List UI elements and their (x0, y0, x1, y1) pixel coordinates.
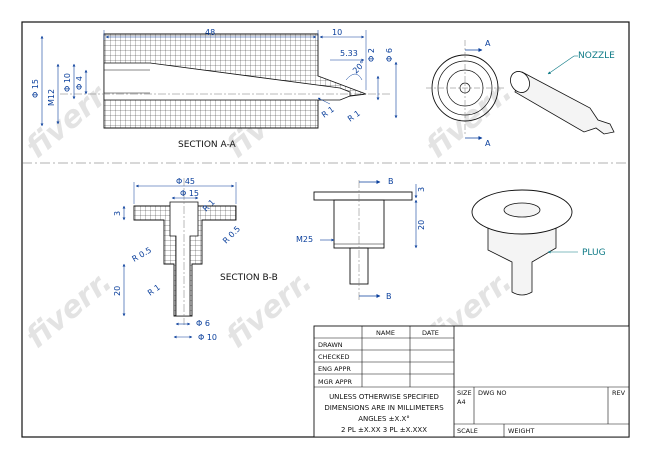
title-block: NAME DATE DRAWN CHECKED ENG APPR MGR APP… (313, 325, 630, 438)
dim-bore: Φ 10 (63, 73, 72, 92)
section-b-view: Φ 45 Φ 15 3 R 1 R 0.5 R 0.5 20 R 1 Φ 6 Φ… (113, 177, 278, 342)
tb-size-value: A4 (457, 398, 466, 406)
tb-note-line: ANGLES ±X.X° (358, 415, 410, 423)
tb-row-drawn: DRAWN (318, 341, 343, 349)
plug-side-view: B B M25 20 3 (296, 177, 426, 301)
dim-nozzle-small: Φ 2 (367, 48, 376, 62)
section-a-view: 48 10 5.33 Φ 15 M12 Φ 10 Φ 4 Φ 2 Φ 6 20°… (31, 28, 398, 150)
dim-length: 48 (205, 28, 215, 37)
plug-label: PLUG (582, 248, 606, 258)
dim-stem-outer: Φ 10 (198, 333, 217, 342)
tb-note-line: 2 PL ±X.XX 3 PL ±X.XXX (341, 426, 427, 434)
tb-weight-label: WEIGHT (508, 427, 534, 435)
dim-flange-dia: Φ 45 (176, 177, 195, 186)
dim-radius2: R 1 (346, 109, 362, 124)
nozzle-label: NOZZLE (578, 51, 615, 61)
dim-outer-dia: Φ 15 (31, 79, 40, 98)
dim-plug-flange: 3 (417, 187, 426, 192)
dim-plug-thread: M25 (296, 235, 313, 244)
tb-col-date: DATE (422, 329, 439, 337)
tb-row-eng: ENG APPR (318, 365, 351, 373)
dim-radius-05b: R 0.5 (131, 246, 154, 264)
dim-thread: M12 (47, 89, 56, 106)
tb-size-label: SIZE (457, 389, 472, 397)
dim-nozzle-dia: Φ 6 (385, 48, 394, 62)
nozzle-end-view: A A (426, 39, 504, 148)
dim-cup-dia: Φ 15 (180, 189, 199, 198)
dim-angle: 20° (351, 59, 367, 75)
section-a-label: SECTION A-A (178, 140, 237, 150)
tb-col-name: NAME (376, 329, 395, 337)
dim-radius-05a: R 0.5 (221, 224, 242, 245)
nozzle-3d-view: NOZZLE (510, 51, 615, 135)
dim-tip-offset: 5.33 (340, 49, 358, 58)
tb-dwg-no-label: DWG NO (478, 389, 507, 397)
watermark-text: fiverr. (20, 264, 119, 355)
section-mark-b-bottom: B (386, 292, 392, 301)
tb-note-line: UNLESS OTHERWISE SPECIFIED (329, 393, 439, 401)
section-b-label: SECTION B-B (220, 273, 278, 283)
plug-3d-view: PLUG (471, 189, 606, 296)
section-mark-b-top: B (388, 177, 394, 186)
dim-flange-thk: 3 (113, 211, 122, 216)
dim-radius1: R 1 (320, 105, 336, 120)
dim-stem-len: 20 (113, 286, 122, 296)
tb-scale-label: SCALE (457, 427, 478, 435)
dim-bore2: Φ 4 (75, 76, 84, 90)
nozzle-bore (103, 62, 351, 101)
section-mark-a-top: A (485, 39, 491, 48)
tb-row-mgr: MGR APPR (318, 378, 353, 386)
tb-rev-label: REV (612, 389, 626, 397)
dim-plug-height: 20 (417, 220, 426, 230)
tb-note-line: DIMENSIONS ARE IN MILLIMETERS (324, 404, 444, 412)
tb-row-checked: CHECKED (318, 353, 349, 361)
dim-tip-length: 10 (332, 28, 342, 37)
dim-radius-stem: R 1 (146, 283, 162, 298)
dim-stem-dia: Φ 6 (196, 319, 210, 328)
section-mark-a-bottom: A (485, 139, 491, 148)
